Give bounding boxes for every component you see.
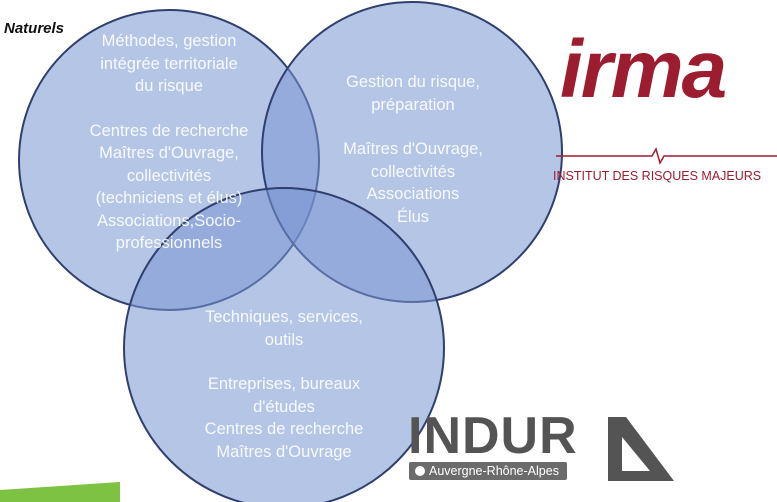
circle-right-line: Maîtres d'Ouvrage, — [343, 140, 483, 158]
circle-right-line: Élus — [396, 207, 430, 226]
indura-subtitle: Auvergne-Rhône-Alpes — [409, 462, 567, 480]
indura-a-mark — [608, 417, 674, 481]
circle-left-text: Méthodes, gestion intégrée territoriale … — [60, 30, 278, 255]
circle-right-line: Gestion du risque, — [346, 73, 480, 91]
spacer — [304, 116, 522, 138]
circle-right-line: collectivités — [370, 162, 456, 181]
circle-left-line: Associations,Socio- — [97, 211, 241, 230]
indura-subtitle-text: Auvergne-Rhône-Alpes — [429, 464, 559, 478]
circle-right-line: préparation — [371, 95, 455, 114]
circle-left-line: intégrée territoriale — [100, 54, 238, 73]
green-accent-shape — [0, 482, 120, 502]
circle-left-line: Maîtres d'Ouvrage, — [99, 144, 239, 162]
circle-left-line: (techniciens et élus) — [95, 189, 243, 207]
circle-bottom-line: Entreprises, bureaux — [207, 375, 361, 393]
circle-bottom-line: d'études — [253, 397, 315, 416]
circle-bottom-line: Centres de recherche — [204, 420, 364, 438]
spacer — [175, 351, 393, 373]
irma-heartbeat-line — [556, 147, 777, 165]
top-left-label: Naturels — [4, 20, 65, 37]
circle-bottom-line: outils — [264, 330, 304, 349]
circle-bottom — [123, 187, 445, 502]
circle-left-line: Méthodes, gestion — [101, 32, 237, 50]
circle-right-text: Gestion du risque, préparation Maîtres d… — [304, 71, 522, 228]
circle-left-line: professionnels — [115, 234, 223, 252]
indura-logo-wordmark: INDUR — [408, 407, 578, 465]
mountain-icon — [415, 466, 425, 476]
irma-logo-wordmark: irma — [560, 24, 727, 115]
spacer — [60, 98, 278, 120]
circle-right-line: Associations — [366, 185, 460, 203]
circle-bottom-text: Techniques, services, outils Entreprises… — [175, 306, 393, 463]
circle-left-line: du risque — [135, 77, 203, 95]
circle-left-line: collectivités — [126, 166, 212, 185]
circle-bottom-line: Maîtres d'Ouvrage — [216, 442, 352, 461]
circle-left-line: Centres de recherche — [89, 121, 249, 140]
irma-tagline: INSTITUT DES RISQUES MAJEURS — [553, 169, 762, 183]
circle-bottom-line: Techniques, services, — [205, 308, 363, 326]
